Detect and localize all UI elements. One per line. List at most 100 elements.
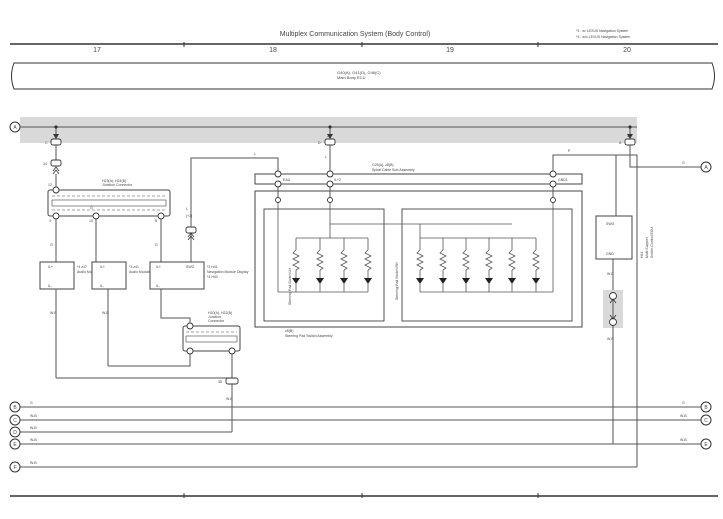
svg-text:B: B <box>13 405 17 411</box>
svg-text:W-B: W-B <box>50 311 57 315</box>
column-number: 17 <box>93 47 101 54</box>
svg-text:*3 z41: *3 z41 <box>129 265 139 269</box>
svg-text:Multi Support: Multi Support <box>645 237 649 258</box>
multi-support-switch-control-ecu <box>595 215 633 260</box>
svg-text:Audio Module: Audio Module <box>77 270 98 274</box>
steering-pad-switch-rh <box>401 208 573 322</box>
svg-text:GND: GND <box>606 252 614 256</box>
svg-text:W-B: W-B <box>102 311 109 315</box>
junction-1-code: H23(A), H24(B) <box>102 179 126 183</box>
svg-text:A: A <box>619 141 622 145</box>
bus-c: C C W-B W-B <box>9 414 712 426</box>
column-number: 18 <box>269 47 277 54</box>
svg-text:35: 35 <box>218 380 222 384</box>
svg-text:L: L <box>254 152 256 156</box>
svg-text:W-B: W-B <box>30 461 37 465</box>
svg-text:F: F <box>13 465 16 471</box>
svg-text:11: 11 <box>627 134 631 138</box>
bus-f: F W-B <box>9 154 638 473</box>
svg-text:IL+: IL+ <box>100 265 105 269</box>
wire-g-to-a <box>629 145 701 168</box>
svg-text:H20(A), H22(B): H20(A), H22(B) <box>208 311 232 315</box>
svg-text:C: C <box>45 141 48 145</box>
column-number: 19 <box>446 47 454 54</box>
legend-note-2: *4 : w/o LEXUS Navigation System <box>576 35 630 39</box>
svg-text:Steering Pad Switch Assembly: Steering Pad Switch Assembly <box>285 334 333 338</box>
svg-text:G: G <box>682 401 685 405</box>
svg-text:W-B: W-B <box>607 272 614 276</box>
bus-marker-a-right <box>700 161 712 173</box>
page-title: Multiplex Communication System (Body Con… <box>280 31 431 38</box>
switch-lh-network <box>277 203 372 293</box>
ecu-pin-a11: A 11 <box>619 125 636 146</box>
svg-text:Navigation Module Display: Navigation Module Display <box>207 270 249 274</box>
svg-text:L: L <box>325 155 327 159</box>
svg-text:W-B: W-B <box>30 438 37 442</box>
svg-text:*4 H40: *4 H40 <box>207 275 218 279</box>
spiral-cable <box>254 173 583 185</box>
svg-text:Audio Module: Audio Module <box>129 270 150 274</box>
svg-text:IL+2: IL+2 <box>334 178 341 182</box>
svg-text:Junction: Junction <box>208 315 221 319</box>
svg-text:Spiral Cable Sub-Assembly: Spiral Cable Sub-Assembly <box>372 168 415 172</box>
svg-text:L: L <box>186 207 188 211</box>
svg-text:Switch Control ECU: Switch Control ECU <box>650 227 654 258</box>
audio-module-1 <box>39 261 75 290</box>
svg-text:12: 12 <box>48 183 52 187</box>
svg-text:IL-: IL- <box>156 284 161 288</box>
bus-e: E E W-B W-B <box>9 438 712 450</box>
ecu-pin-c11: C 11 <box>45 125 62 146</box>
wire-label: G <box>682 161 685 165</box>
junction-connector-2 <box>182 325 241 352</box>
svg-text:W-B: W-B <box>680 438 687 442</box>
svg-text:C: C <box>13 418 17 424</box>
bus-letter-a: A <box>704 165 708 171</box>
legend-note-1: *3 : w/ LEXUS Navigation System <box>576 29 628 33</box>
svg-text:EAU: EAU <box>283 178 291 182</box>
svg-text:IL-: IL- <box>100 284 105 288</box>
junction-connector-1 <box>47 189 171 217</box>
svg-text:15: 15 <box>89 219 93 223</box>
bus-letter-a: A <box>13 125 17 131</box>
svg-text:G25(A), z8(B): G25(A), z8(B) <box>372 163 394 167</box>
svg-text:21: 21 <box>327 134 331 138</box>
svg-text:SWG: SWG <box>606 222 615 226</box>
steering-pad-switch-lh <box>263 208 385 322</box>
svg-text:z8(B): z8(B) <box>285 329 293 333</box>
svg-text:GND1: GND1 <box>558 178 568 182</box>
svg-text:W-B: W-B <box>30 426 37 430</box>
switch-rh-network <box>330 203 554 293</box>
svg-text:34: 34 <box>43 162 47 166</box>
svg-text:11: 11 <box>54 134 58 138</box>
audio-module-2 <box>91 261 127 290</box>
svg-text:IL-: IL- <box>48 284 53 288</box>
svg-text:D: D <box>13 430 17 436</box>
junction-1-name: Junction Connector <box>102 183 133 187</box>
svg-text:E: E <box>704 442 708 448</box>
svg-text:(+2): (+2) <box>186 214 192 218</box>
svg-text:Steering Pad Switch RH: Steering Pad Switch RH <box>395 262 399 300</box>
svg-text:*4 z17: *4 z17 <box>77 265 87 269</box>
svg-text:IL+: IL+ <box>156 265 161 269</box>
bus-d: D W-B <box>9 426 232 438</box>
steering-pad-switch-assembly <box>254 190 583 328</box>
svg-text:W-B: W-B <box>607 337 614 341</box>
svg-text:E: E <box>13 442 17 448</box>
svg-text:H44: H44 <box>640 252 644 258</box>
svg-text:4: 4 <box>49 219 51 223</box>
svg-text:B: B <box>704 405 708 411</box>
bus-b: B B G G <box>9 401 712 413</box>
junction-pin-34 <box>50 159 62 167</box>
ecu-pin-d21: D 21 <box>318 125 336 146</box>
navigation-module-display <box>149 261 205 290</box>
svg-text:W-B: W-B <box>226 397 233 401</box>
svg-text:Steering Pad Switch LH: Steering Pad Switch LH <box>288 268 292 305</box>
svg-text:Connector: Connector <box>208 319 225 323</box>
svg-text:W-B: W-B <box>30 414 37 418</box>
svg-text:G: G <box>155 243 158 247</box>
svg-text:G: G <box>50 243 53 247</box>
svg-text:8: 8 <box>155 219 157 223</box>
svg-text:G: G <box>30 401 33 405</box>
column-number: 20 <box>623 47 631 54</box>
